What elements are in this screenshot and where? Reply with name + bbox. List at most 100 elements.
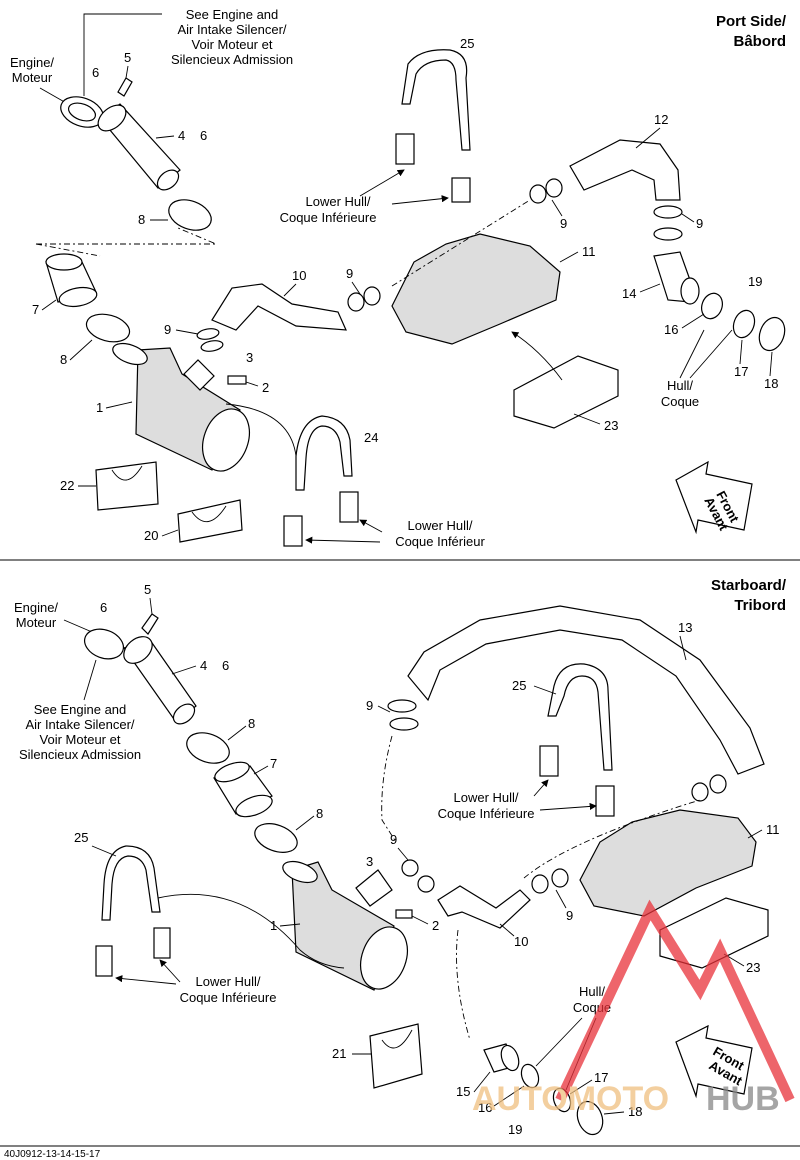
stbd-strap-curve (157, 893, 345, 969)
stbd-leader-18 (603, 1111, 625, 1115)
port-muffler-outlet (183, 359, 215, 391)
stbd-outlet-15-end (500, 1044, 520, 1072)
watermark-text-a: AUTOMOTO (472, 1080, 669, 1118)
port-muffler-endcap (202, 408, 250, 472)
stbd-support-21 (369, 1023, 423, 1089)
port-leader-9a (175, 329, 199, 335)
stbd-leader-7 (253, 765, 269, 775)
port-elbow-14-end (680, 277, 700, 305)
stbd-leader-17 (569, 1079, 593, 1095)
stbd-hull-1: Hull/ (579, 984, 605, 999)
stbd-pipe-4-outlet (172, 703, 196, 725)
port-lower-hull-b2: Coque Inférieur (395, 534, 485, 549)
stbd-bracket-25a (539, 745, 559, 777)
stbd-pipe-4-flange (123, 636, 153, 664)
stbd-lower-hull-a1: Lower Hull/ (453, 790, 518, 805)
port-arrow-23 (511, 331, 563, 381)
stbd-leader-25a (533, 685, 557, 695)
port-leader-5 (125, 65, 129, 79)
watermark-logo-triangle (555, 899, 795, 1103)
port-bracket-25a (395, 133, 415, 165)
stbd-see-engine-4: Silencieux Admission (19, 747, 141, 762)
port-see-engine-2: Air Intake Silencer/ (177, 22, 286, 37)
stbd-leader-1 (279, 923, 301, 927)
port-clamp-8-lower (85, 313, 131, 343)
stbd-num-7: 7 (270, 756, 277, 771)
port-bracket-24b (339, 491, 359, 523)
port-leader-7 (41, 299, 57, 311)
stbd-muffler-endcap (360, 926, 408, 990)
port-clamp-9a (196, 328, 220, 340)
port-arrow-lh-b2 (305, 536, 381, 544)
port-engine-2: Moteur (12, 70, 53, 85)
port-leader-16 (681, 313, 705, 329)
stbd-engine-clamp (84, 628, 124, 660)
port-bracket-25b (451, 177, 471, 203)
stbd-gasket-16 (520, 1063, 540, 1089)
port-leader-14 (639, 283, 661, 293)
stbd-see-engine-3: Voir Moteur et (40, 732, 121, 747)
port-leader-1 (105, 401, 133, 409)
port-hull-2: Coque (661, 394, 699, 409)
stbd-leader-16 (493, 1085, 525, 1107)
stbd-num-23: 23 (746, 960, 760, 975)
stbd-bracket-25b (595, 785, 615, 817)
port-clamp-9b (200, 340, 224, 352)
port-num-22: 22 (60, 478, 74, 493)
port-num-19: 19 (748, 274, 762, 289)
stbd-engine-2: Moteur (16, 615, 57, 630)
port-hose-10 (211, 283, 347, 331)
port-lower-hull-a1: Lower Hull/ (305, 194, 370, 209)
port-dash-line (35, 243, 101, 257)
stbd-see-engine-2: Air Intake Silencer/ (25, 717, 134, 732)
stbd-title-2: Tribord (734, 597, 786, 614)
port-num-23: 23 (604, 418, 618, 433)
stbd-leader-8 (227, 725, 247, 741)
stbd-num-9c: 9 (366, 698, 373, 713)
port-resonator-11 (391, 233, 561, 345)
port-num-10: 10 (292, 268, 306, 283)
stbd-see-engine-1: See Engine and (34, 702, 127, 717)
port-leader-9d (681, 213, 695, 223)
stbd-fitting-5 (141, 613, 159, 635)
port-num-8b: 8 (60, 352, 67, 367)
stbd-num-25b: 25 (74, 830, 88, 845)
port-hull-leaders (679, 329, 733, 379)
port-support-20-cutout (191, 505, 227, 522)
stbd-num-2: 2 (432, 918, 439, 933)
stbd-leader-9b (555, 889, 567, 909)
stbd-arrow-lh-a1 (533, 779, 549, 797)
port-num-4: 4 (178, 128, 185, 143)
port-front-arrow (675, 460, 753, 535)
port-pipe-4-outlet (156, 169, 180, 191)
port-num-24: 24 (364, 430, 378, 445)
stbd-dash-2 (456, 929, 471, 1041)
stbd-num-18: 18 (628, 1104, 642, 1119)
stbd-num-9a: 9 (390, 832, 397, 847)
stbd-dash-1 (381, 735, 397, 843)
stbd-strap-25b (101, 845, 161, 921)
port-muffler-inlet (112, 342, 148, 366)
stbd-leader-9a (397, 847, 409, 861)
port-see-engine-1: See Engine and (186, 7, 279, 22)
stbd-engine-1: Engine/ (14, 600, 58, 615)
stbd-leader-11 (747, 829, 763, 839)
stbd-hose-13 (407, 605, 765, 775)
port-ring-17 (732, 309, 756, 339)
stbd-clamp-9h (709, 774, 727, 794)
port-title-1: Port Side/ (716, 13, 787, 30)
stbd-fitting-18 (576, 1100, 604, 1136)
port-num-8: 8 (138, 212, 145, 227)
stbd-leader-9c (377, 705, 391, 713)
port-leader-20 (161, 529, 179, 537)
port-num-16: 16 (664, 322, 678, 337)
port-support-22-cutout (111, 465, 143, 481)
port-see-engine-3: Voir Moteur et (192, 37, 273, 52)
stbd-clamp-9f (389, 717, 419, 731)
port-title-2: Bâbord (734, 33, 787, 50)
port-sleeve-7-bottom (58, 286, 98, 308)
port-num-9a: 9 (164, 322, 171, 337)
stbd-clamp-9b (417, 875, 435, 893)
